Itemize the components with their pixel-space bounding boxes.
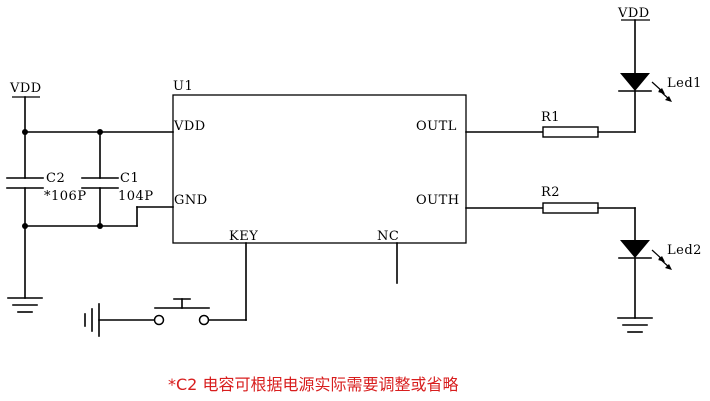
led1-label: Led1 <box>667 76 702 91</box>
r2-ref-label: R2 <box>541 185 560 200</box>
footnote: *C2 电容可根据电源实际需要调整或省略 <box>168 375 458 394</box>
ground-icon <box>84 303 100 337</box>
junction-dot <box>22 223 28 229</box>
vdd-symbol-left: VDD <box>9 81 42 98</box>
vdd-symbol-right: VDD <box>617 6 650 21</box>
led2-diode-icon: Led2 <box>618 240 702 270</box>
pin-nc-label: NC <box>377 229 399 244</box>
pin-outh-label: OUTH <box>416 193 460 208</box>
capacitor-c2: C2 *106P <box>6 171 87 204</box>
ground-icon <box>617 317 653 333</box>
resistor-r2: R2 <box>541 185 599 214</box>
c1-value-label: 104P <box>118 189 154 204</box>
junction-dot <box>22 129 28 135</box>
r1-ref-label: R1 <box>541 110 560 125</box>
c2-value-label: *106P <box>44 189 87 204</box>
pin-key-label: KEY <box>229 229 258 244</box>
c1-ref-label: C1 <box>120 171 139 186</box>
junction-dot <box>97 223 103 229</box>
resistor-r1: R1 <box>541 110 599 138</box>
ic-ref-label: U1 <box>173 79 193 94</box>
capacitor-c1: C1 104P <box>81 171 154 204</box>
pin-outl-label: OUTL <box>416 119 457 134</box>
led2-label: Led2 <box>667 243 702 258</box>
svg-text:VDD: VDD <box>9 81 42 96</box>
ic-body <box>172 94 467 244</box>
push-button-switch <box>153 298 210 326</box>
led1-diode-icon: Led1 <box>618 73 702 102</box>
c2-ref-label: C2 <box>46 171 65 186</box>
pin-gnd-label: GND <box>174 193 208 208</box>
ground-icon <box>7 297 43 313</box>
svg-text:VDD: VDD <box>617 6 650 21</box>
pin-vdd-label: VDD <box>173 119 206 134</box>
